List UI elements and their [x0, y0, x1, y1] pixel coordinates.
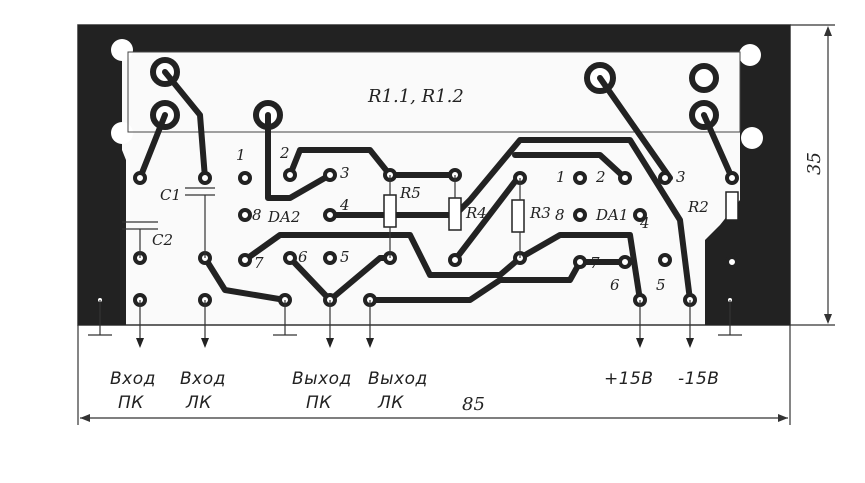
r4-label: R4	[465, 204, 487, 222]
da1-pin: 8	[555, 206, 565, 224]
r3-label: R3	[529, 204, 551, 222]
da2-pin: 3	[340, 164, 350, 182]
da2-pin: 4	[339, 196, 350, 214]
c2-label: C2	[152, 231, 173, 249]
da2-pin: 6	[298, 248, 308, 266]
vminus-label: -15В	[678, 369, 719, 389]
mount-hole	[739, 44, 761, 66]
dimension-lines	[77, 24, 835, 425]
mount-hole	[111, 39, 133, 61]
output-right-sub: ПК	[306, 393, 332, 413]
da2-pin: 5	[340, 248, 350, 266]
connection-leads	[88, 300, 742, 348]
input-left-label: Вход	[180, 369, 226, 389]
input-right-sub: ПК	[118, 393, 144, 413]
relay-label: R1.1, R1.2	[367, 86, 464, 107]
da2-label: DA2	[267, 208, 300, 226]
da1-label: DA1	[595, 206, 628, 224]
da2-pin: 7	[254, 254, 264, 272]
ground-right	[705, 52, 790, 325]
mount-hole	[741, 127, 763, 149]
relay-outline	[127, 51, 741, 133]
da1-pin: 5	[656, 276, 666, 294]
copper-traces	[137, 69, 735, 303]
resistor-r4	[448, 197, 462, 231]
da1-pin: 7	[590, 254, 600, 272]
vplus-label: +15В	[604, 369, 654, 389]
dim-width-label: 85	[462, 394, 485, 415]
output-left-sub: ЛК	[377, 393, 404, 413]
component-pads	[94, 168, 739, 307]
output-left-label: Выход	[368, 369, 428, 389]
da1-pin: 4	[639, 214, 650, 232]
input-right-label: Вход	[110, 369, 156, 389]
da1-pin: 2	[595, 168, 606, 186]
da2-pin: 2	[279, 144, 290, 162]
r2-label: R2	[687, 198, 709, 216]
r5-label: R5	[399, 184, 421, 202]
input-left-sub: ЛК	[185, 393, 212, 413]
resistors	[383, 191, 739, 233]
capacitors	[122, 187, 215, 258]
resistor-r3	[511, 199, 525, 233]
da1-pin: 6	[610, 276, 620, 294]
dim-height-label: 35	[804, 152, 825, 175]
c1-label: C1	[160, 186, 181, 204]
da2-pin: 8	[252, 206, 262, 224]
ground-top-strip	[78, 25, 790, 39]
da1-pin: 1	[556, 168, 566, 186]
output-right-label: Выход	[292, 369, 352, 389]
mount-hole	[111, 122, 133, 144]
da2-pin: 1	[236, 146, 246, 164]
resistor-r2	[725, 191, 739, 221]
da1-pin: 3	[676, 168, 686, 186]
resistor-r5	[383, 194, 397, 228]
